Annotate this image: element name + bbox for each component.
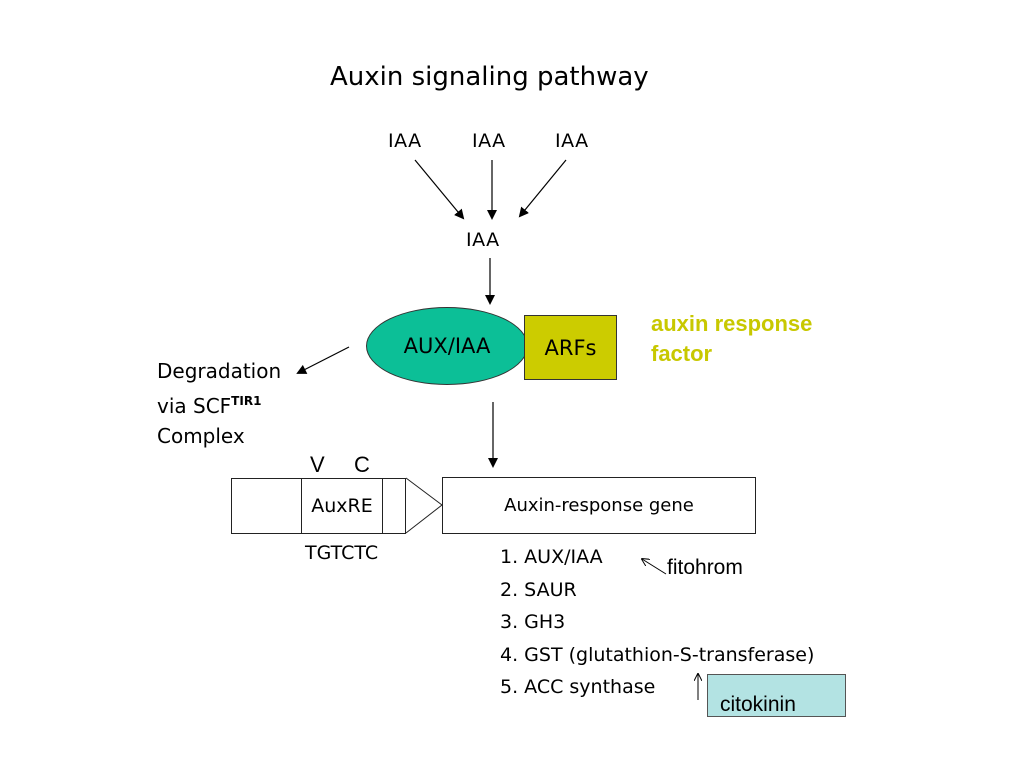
promoter-chevron	[405, 477, 443, 534]
arrow-to-degradation	[296, 346, 350, 374]
degradation-scf: via SCF	[157, 394, 232, 418]
iaa-label-top-right: IAA	[555, 130, 589, 152]
promoter-box	[231, 478, 406, 534]
citokinin-label: citokinin	[720, 693, 796, 716]
degradation-line-1: Degradation	[157, 359, 282, 383]
auxre-label: AuxRE	[311, 495, 373, 517]
degradation-line-3: Complex	[157, 424, 245, 448]
list-item: 1. AUX/IAA	[500, 546, 603, 568]
arrow-fitohrom	[642, 559, 667, 575]
arfs-box: ARFs	[524, 315, 617, 380]
degradation-note: Degradation via SCFTIR1 Complex	[157, 356, 281, 451]
list-item: 3. GH3	[500, 611, 566, 633]
arfs-label: ARFs	[544, 335, 597, 360]
gene-list: 1. AUX/IAA 2. SAUR 3. GH3 4. GST (glutat…	[500, 541, 814, 704]
auxin-response-factor-label: auxin response factor	[651, 311, 813, 366]
iaa-label-middle: IAA	[466, 229, 500, 251]
aux-iaa-label: AUX/IAA	[403, 334, 491, 358]
auxin-response-gene-label: Auxin-response gene	[504, 495, 694, 516]
fitohrom-label: fitohrom	[667, 556, 743, 579]
iaa-label-top-center: IAA	[472, 130, 506, 152]
v-label: V	[310, 452, 325, 477]
arrow-iaa-left	[414, 159, 465, 220]
degradation-line-2: via SCFTIR1	[157, 386, 281, 421]
diagram-title: Auxin signaling pathway	[330, 62, 649, 92]
auxin-response-gene-box: Auxin-response gene	[442, 477, 756, 534]
degradation-tir1: TIR1	[231, 394, 262, 408]
aux-iaa-ellipse: AUX/IAA	[366, 307, 528, 385]
list-item: 5. ACC synthase	[500, 676, 656, 698]
tgtctc-sequence: TGTCTC	[305, 542, 379, 564]
citokinin-box: citokinin	[707, 674, 846, 717]
arrow-iaa-right	[518, 159, 567, 218]
iaa-label-top-left: IAA	[388, 130, 422, 152]
list-item: 2. SAUR	[500, 578, 577, 601]
list-item: 4. GST (glutathion-S-transferase)	[500, 643, 815, 666]
c-label: C	[354, 452, 370, 477]
auxre-element: AuxRE	[301, 478, 383, 534]
